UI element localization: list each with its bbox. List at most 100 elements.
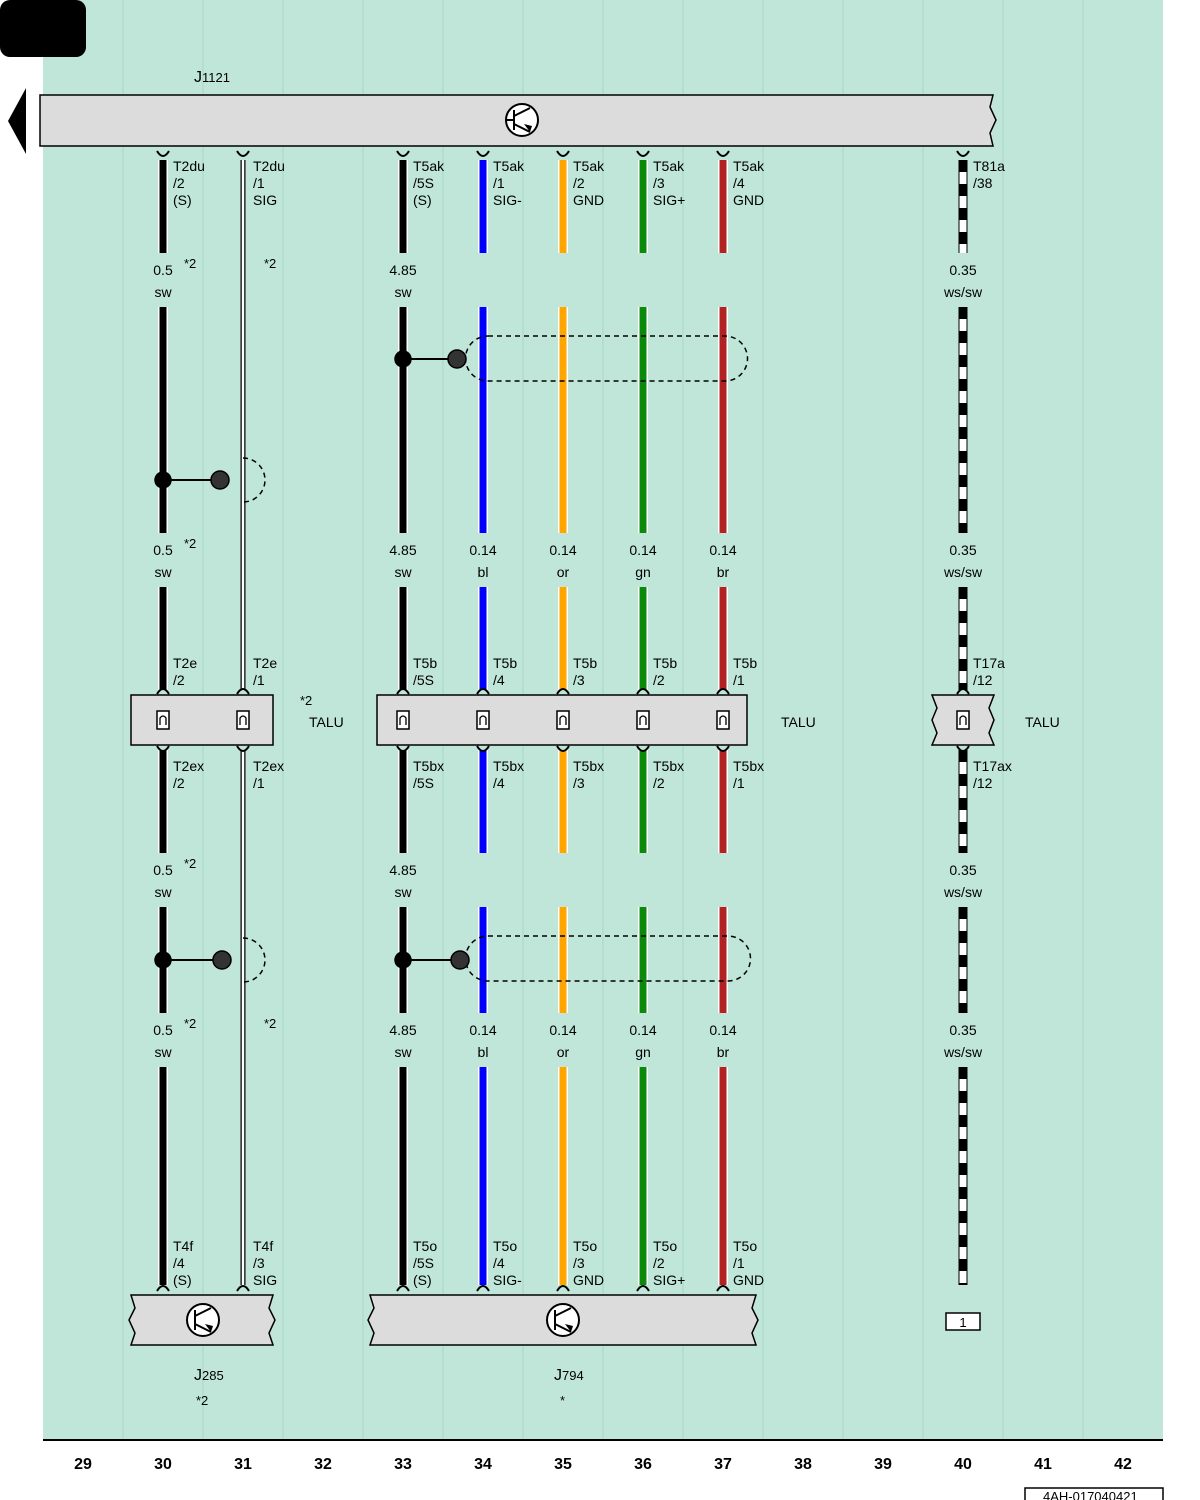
- bottom-pin-label: /2: [653, 1255, 665, 1271]
- bottom-module-j285-label: J285: [194, 1367, 224, 1384]
- top-pin-label: /2: [573, 175, 585, 191]
- bottom-module-j794-label: J794: [554, 1367, 584, 1384]
- talu-lower-pin-label: T2ex: [173, 758, 204, 774]
- wire-gauge: 4.85: [389, 862, 416, 878]
- wire-color-code: ws/sw: [943, 564, 983, 580]
- star-c30-bot: *2: [184, 1016, 196, 1031]
- shield-splice-dots: [154, 349, 470, 970]
- bottom-module-j794-note: *: [560, 1393, 565, 1408]
- wire-color-code: ws/sw: [943, 884, 983, 900]
- talu-pin-contact: [239, 715, 247, 725]
- wire-gauge: 0.35: [949, 1022, 976, 1038]
- wire-gauge: 0.14: [709, 1022, 736, 1038]
- bottom-pin-label: SIG-: [493, 1272, 522, 1288]
- bottom-pin-label: /4: [493, 1255, 505, 1271]
- talu-pin: [476, 710, 490, 730]
- shield-loop-upper: [464, 335, 749, 382]
- talu-upper-pin-label: T5b: [413, 655, 437, 671]
- wire-gauge: 0.14: [629, 542, 656, 558]
- star-c30-top: *2: [184, 256, 196, 271]
- pin-contact: [236, 688, 250, 695]
- wire-color-code: bl: [478, 1044, 489, 1060]
- talu-left-note: *2: [300, 693, 312, 708]
- bottom-pin-label: T4f: [253, 1238, 273, 1254]
- pin-contact: [556, 688, 570, 695]
- shield-terminal-dot: [210, 470, 230, 490]
- top-module-label: J1121: [194, 69, 230, 86]
- wire-gauge: 4.85: [389, 1022, 416, 1038]
- top-pin-label: /5S: [413, 175, 434, 191]
- pin-contact: [156, 150, 170, 157]
- doc-code-frame: [1024, 1487, 1164, 1500]
- talu-label-middle: TALU: [781, 714, 816, 730]
- ruler-column-number: 30: [154, 1456, 172, 1473]
- talu-pin-contact: [719, 715, 727, 725]
- talu-upper-pin-label: /1: [253, 672, 265, 688]
- pin-contact: [396, 745, 410, 752]
- pin-contact: [636, 688, 650, 695]
- pin-contact: [476, 1285, 490, 1292]
- wire-color-code: sw: [394, 1044, 412, 1060]
- shield-terminal-dot: [447, 349, 467, 369]
- talu-housing-left: [130, 694, 274, 746]
- pin-contact: [956, 150, 970, 157]
- prev-page-arrow-icon[interactable]: [8, 88, 26, 154]
- top-pin-label: T5ak: [413, 158, 445, 174]
- splice-dot: [394, 951, 412, 969]
- talu-lower-pin-label: /4: [493, 775, 505, 791]
- wire-color-code: br: [717, 564, 730, 580]
- bottom-pin-label: GND: [733, 1272, 764, 1288]
- wire-color-code: sw: [154, 564, 172, 580]
- bottom-pin-label: T5o: [493, 1238, 517, 1254]
- wire-color-code: or: [557, 1044, 570, 1060]
- ruler-column-number: 35: [554, 1456, 572, 1473]
- wire-gauge: 4.85: [389, 262, 416, 278]
- ruler-column-number: 36: [634, 1456, 652, 1473]
- top-pin-label: SIG: [253, 192, 277, 208]
- talu-pin-contact: [159, 715, 167, 725]
- talu-upper-pin-label: /3: [573, 672, 585, 688]
- talu-upper-pin-label: T2e: [173, 655, 197, 671]
- talu-lower-pin-label: T5bx: [493, 758, 524, 774]
- talu-pin: [636, 710, 650, 730]
- pin-contact: [396, 688, 410, 695]
- ruler-column-number: 42: [1114, 1456, 1132, 1473]
- label-layer: T2du/2(S)T2e/2T2ex/2T4f/4(S)0.5sw0.5sw0.…: [153, 158, 1012, 1288]
- doc-code: 4AH-017040421: [1043, 1489, 1138, 1500]
- pin-contact: [396, 150, 410, 157]
- talu-lower-pin-label: T2ex: [253, 758, 284, 774]
- pin-layer: [156, 150, 970, 1292]
- wire-layer: [158, 160, 968, 1285]
- pin-contact: [716, 688, 730, 695]
- talu-lower-pin-label: /5S: [413, 775, 434, 791]
- talu-lower-pin-label: /2: [173, 775, 185, 791]
- talu-pin-contact: [559, 715, 567, 725]
- bottom-pin-label: T4f: [173, 1238, 193, 1254]
- ruler-column-number: 31: [234, 1456, 252, 1473]
- talu-pin-contact: [959, 715, 967, 725]
- talu-upper-pin-label: T5b: [653, 655, 677, 671]
- wire-gauge: 0.5: [153, 862, 173, 878]
- pin-contact: [556, 745, 570, 752]
- pin-contact: [556, 1285, 570, 1292]
- top-pin-label: /3: [653, 175, 665, 191]
- bottom-module-j285-note: *2: [196, 1393, 208, 1408]
- top-pin-label: /1: [493, 175, 505, 191]
- bottom-pin-label: (S): [173, 1272, 192, 1288]
- wire-color-code: sw: [154, 884, 172, 900]
- pin-contact: [716, 1285, 730, 1292]
- top-pin-label: SIG+: [653, 192, 685, 208]
- talu-pin: [956, 710, 970, 730]
- pin-contact: [236, 745, 250, 752]
- talu-label-left: TALU: [309, 714, 344, 730]
- ruler-column-number: 37: [714, 1456, 732, 1473]
- talu-pin: [236, 710, 250, 730]
- top-pin-label: (S): [173, 192, 192, 208]
- pin-contact: [956, 745, 970, 752]
- top-pin-label: T81a: [973, 158, 1005, 174]
- pin-contact: [716, 150, 730, 157]
- ruler-column-number: 34: [474, 1456, 492, 1473]
- top-pin-label: SIG-: [493, 192, 522, 208]
- ruler-column-number: 39: [874, 1456, 892, 1473]
